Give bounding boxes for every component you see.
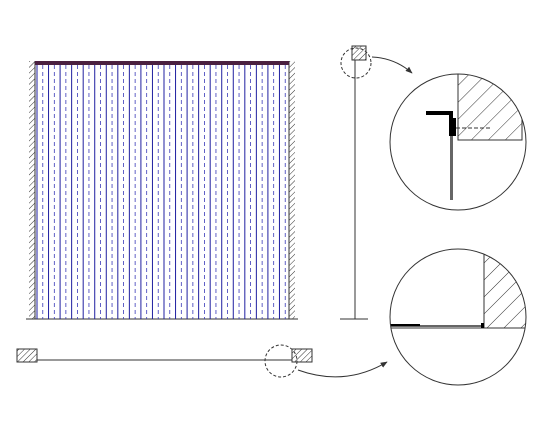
detail-bottom-circle [389, 248, 527, 386]
top-rail [35, 61, 289, 65]
top-detail-callout-circle [340, 47, 372, 79]
detail-top-strip [450, 120, 453, 200]
plan-view [16, 344, 388, 378]
detail-top-clip [453, 118, 456, 136]
detail-bottom-outline [389, 248, 527, 386]
detail-top-outline [389, 73, 527, 211]
detail-top-circle [389, 73, 527, 211]
curtain-strips [36, 65, 286, 319]
right-wall-hatch [289, 61, 295, 319]
plan-right-wall [291, 348, 313, 363]
top-detail-arrow [371, 56, 413, 74]
front-elevation [26, 61, 298, 320]
left-wall-hatch [29, 61, 35, 319]
bottom-detail-arrow [297, 361, 388, 378]
plan-left-wall [16, 348, 38, 363]
detail-top-flange-v [449, 111, 453, 136]
detail-bottom-bar [390, 324, 420, 326]
detail-bottom-flange [481, 323, 484, 328]
side-view [340, 45, 413, 320]
bottom-detail-callout-circle [264, 344, 298, 378]
detail-bottom-strip [390, 325, 481, 327]
detail-top-flange-h [426, 111, 453, 115]
side-header-block [351, 45, 367, 61]
